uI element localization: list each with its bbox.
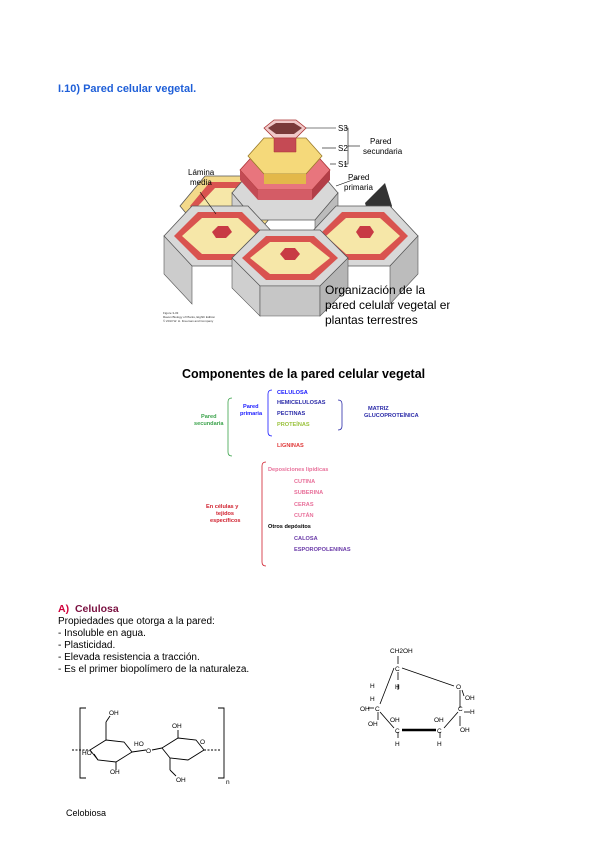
- label-pared-secundaria-2: secundaria: [363, 147, 403, 156]
- glucose-h2: H: [370, 683, 375, 690]
- label-s1: S1: [338, 160, 348, 169]
- cello-o-right: O: [200, 739, 205, 746]
- figure-credit-2: Raven Biology of Plants, Eighth Edition: [163, 315, 215, 319]
- diagram-title: Componentes de la pared celular vegetal: [182, 367, 425, 381]
- lipidicas-cutina: CUTINA: [294, 479, 315, 485]
- bracket-especificos: [261, 461, 267, 567]
- glucose-c2: C: [375, 706, 380, 713]
- glucose-c3: C: [395, 728, 400, 735]
- properties-block: Propiedades que otorga a la pared: - Ins…: [58, 616, 249, 676]
- glucose-h4: H: [395, 741, 400, 748]
- leader-lines: [199, 127, 360, 215]
- glucose-oh-right-top: OH: [465, 695, 475, 702]
- lipidicas-suberina: SUBERINA: [294, 490, 323, 496]
- glucose-o-ring: O: [456, 684, 461, 691]
- cello-oh-bottom-right: OH: [176, 777, 186, 784]
- figure-caption-line-2: pared celular vegetal en: [325, 298, 450, 312]
- glucose-c1: C: [395, 666, 400, 673]
- glucose-bonds: [368, 656, 470, 738]
- pared-secundaria-1: Pared: [201, 414, 217, 420]
- item-pectinas: PECTINAS: [277, 411, 306, 417]
- glucose-h3: H: [370, 696, 375, 703]
- pared-primaria-2: primaria: [240, 411, 263, 417]
- item-hemicelulosas: HEMICELULOSAS: [277, 400, 326, 406]
- components-diagram: Componentes de la pared celular vegetal …: [182, 367, 425, 567]
- cello-oh-bottom-left: OH: [110, 769, 120, 776]
- figure-credit-1: Figure 3-33: [163, 311, 179, 315]
- cellobiose-caption: Celobiosa: [66, 808, 107, 818]
- label-s2: S2: [338, 144, 348, 153]
- cellobiose-structure: OH HO OH O HO OH O OH n: [72, 707, 230, 786]
- otros-title: Otros depósitos: [268, 524, 311, 530]
- bracket-secundaria: [227, 397, 233, 457]
- glucose-h1: H: [395, 684, 400, 691]
- glucose-oh-left2: OH: [368, 721, 378, 728]
- pared-primaria-1: Pared: [243, 404, 259, 410]
- cello-oh-top: OH: [109, 710, 119, 717]
- otros-esporopoleninas: ESPOROPOLENINAS: [294, 547, 351, 553]
- properties-intro: Propiedades que otorga a la pared:: [58, 616, 215, 627]
- cell-wall-figure: S3 S2 S1 Pared secundaria Pared primaria…: [163, 119, 450, 327]
- cello-subscript-n: n: [226, 779, 230, 786]
- property-item: - Es el primer biopolímero de la natural…: [58, 664, 250, 675]
- item-proteinas: PROTEÍNAS: [277, 420, 310, 428]
- cellobiose-bonds: [72, 707, 225, 779]
- glucose-h6: H: [437, 741, 442, 748]
- section-title: I.10) Pared celular vegetal.: [58, 83, 197, 95]
- label-lamina-1: Lámina: [188, 168, 215, 177]
- cello-ho-mid: HO: [134, 741, 144, 748]
- subsection-letter: A): [58, 603, 70, 615]
- otros-calosa: CALOSA: [294, 536, 318, 542]
- property-item: - Insoluble en agua.: [58, 628, 146, 639]
- item-celulosa: CELULOSA: [277, 390, 308, 396]
- glucose-c4: C: [458, 706, 463, 713]
- glucose-oh-right: OH: [460, 727, 470, 734]
- glucose-oh-bottom: OH: [434, 717, 444, 724]
- cello-oh-right-top: OH: [172, 723, 182, 730]
- bracket-matriz: [337, 399, 343, 431]
- matriz-1: MATRIZ: [368, 406, 389, 412]
- pared-secundaria-2: secundaria: [194, 421, 224, 427]
- lipidicas-cutan: CUTÁN: [294, 512, 314, 519]
- glucose-oh-left: OH: [360, 706, 370, 713]
- label-pared-primaria-1: Pared: [348, 173, 369, 182]
- glucose-structure: CH2OH C H O H C OH OH H C H OH C OH H OH…: [360, 648, 475, 748]
- subsection-title: A) Celulosa: [58, 603, 119, 615]
- glucose-oh-mid: OH: [390, 717, 400, 724]
- glucose-ch2oh: CH2OH: [390, 648, 413, 655]
- cello-ho-left: HO: [82, 750, 92, 757]
- especificos-2: tejidos: [216, 511, 234, 517]
- label-lamina-2: media: [190, 178, 212, 187]
- property-item: - Elevada resistencia a tracción.: [58, 652, 200, 663]
- subsection-name: Celulosa: [74, 603, 119, 615]
- figure-caption-line-3: plantas terrestres: [325, 313, 418, 327]
- cello-o-bridge: O: [146, 748, 151, 755]
- property-item: - Plasticidad.: [58, 640, 116, 651]
- lipidicas-ceras: CERAS: [294, 502, 314, 508]
- glucose-h5: H: [470, 709, 475, 716]
- label-pared-secundaria-1: Pared: [370, 137, 391, 146]
- figure-credit-3: © 2013 W. H. Freeman and Company: [163, 319, 214, 323]
- matriz-2: GLUCOPROTEÍNICA: [364, 411, 419, 419]
- item-ligninas: LIGNINAS: [277, 443, 304, 449]
- figure-caption-line-1: Organización de la: [325, 283, 425, 297]
- bracket-primaria: [267, 389, 273, 437]
- cell-front-center: [231, 229, 349, 317]
- glucose-c5: C: [437, 728, 442, 735]
- label-pared-primaria-2: primaria: [344, 183, 373, 192]
- lipidicas-title: Deposiciones lipídicas: [268, 467, 328, 473]
- label-s3: S3: [338, 124, 348, 133]
- especificos-3: específicos: [210, 518, 240, 524]
- especificos-1: En células y: [206, 504, 239, 510]
